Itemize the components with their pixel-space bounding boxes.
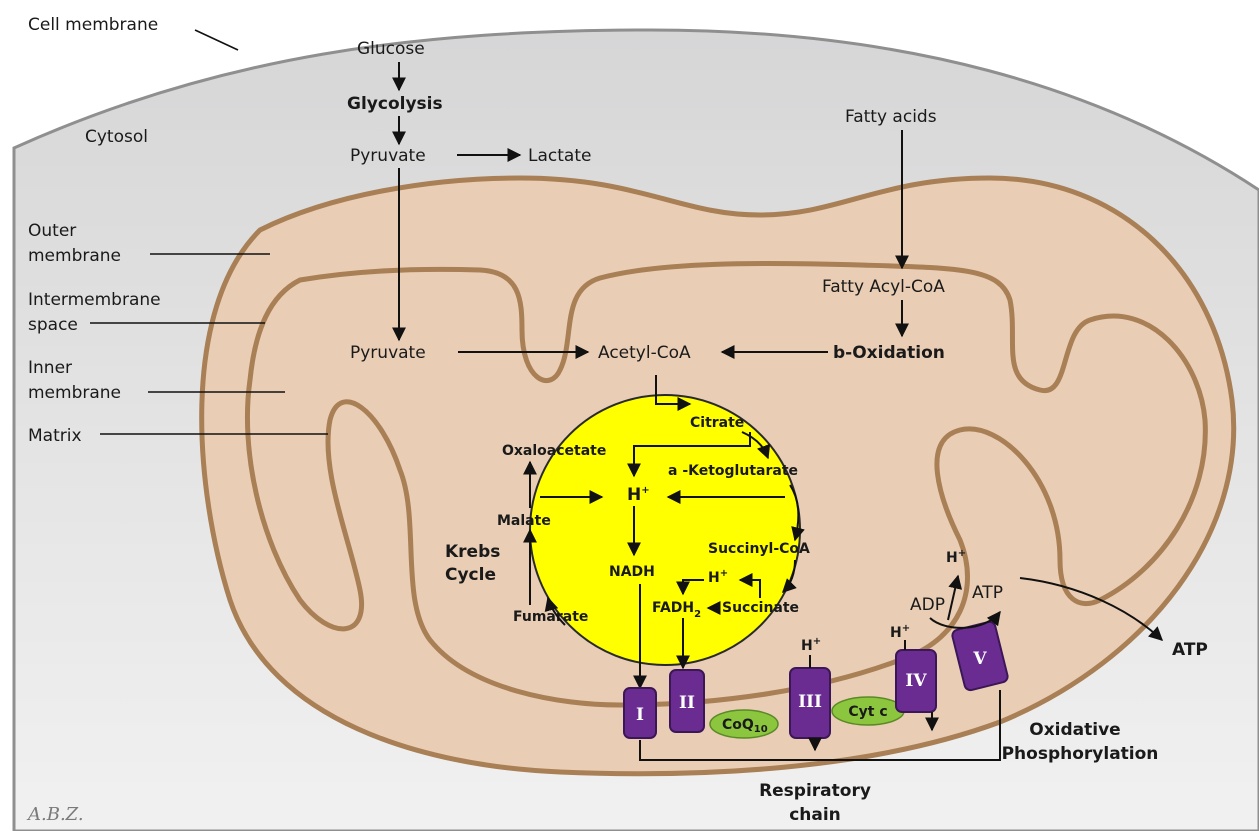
intermembrane-label-line1: Intermembrane bbox=[28, 290, 161, 310]
cell-membrane-label: Cell membrane bbox=[28, 15, 158, 35]
inner-membrane-label-line2: membrane bbox=[28, 383, 121, 403]
respiratory-chain-line2: chain bbox=[789, 805, 841, 825]
pyruvate-cytosol-label: Pyruvate bbox=[350, 146, 426, 166]
atp-small-label: ATP bbox=[972, 583, 1003, 603]
inner-membrane-label-line1: Inner bbox=[28, 358, 72, 378]
cyt-c-carrier: Cyt c bbox=[832, 697, 904, 725]
glycolysis-label: Glycolysis bbox=[347, 94, 443, 114]
krebs-title-line2: Cycle bbox=[445, 565, 496, 585]
svg-text:Cyt c: Cyt c bbox=[848, 704, 887, 720]
outer-membrane-label-line2: membrane bbox=[28, 246, 121, 266]
coq10-carrier: CoQ10 bbox=[710, 710, 778, 738]
pyruvate-matrix-label: Pyruvate bbox=[350, 343, 426, 363]
succinate-label: Succinate bbox=[722, 600, 799, 616]
complex-ii: II bbox=[670, 670, 704, 732]
svg-text:IV: IV bbox=[905, 671, 927, 691]
matrix-label: Matrix bbox=[28, 426, 82, 446]
cytosol-label: Cytosol bbox=[85, 127, 148, 147]
oxaloacetate-label: Oxaloacetate bbox=[502, 443, 606, 459]
adp-label: ADP bbox=[910, 595, 945, 615]
fatty-acyl-coa-label: Fatty Acyl-CoA bbox=[822, 277, 945, 297]
ketoglutarate-label: a -Ketoglutarate bbox=[668, 463, 798, 479]
krebs-title-line1: Krebs bbox=[445, 542, 500, 562]
leader-cell-membrane bbox=[195, 30, 238, 50]
signature: A.B.Z. bbox=[26, 804, 84, 825]
intermembrane-label-line2: space bbox=[28, 315, 78, 335]
succinyl-coa-label: Succinyl-CoA bbox=[708, 541, 810, 557]
complex-i: I bbox=[624, 688, 656, 738]
lactate-label: Lactate bbox=[528, 146, 591, 166]
fatty-acids-label: Fatty acids bbox=[845, 107, 937, 127]
complex-iii: III bbox=[790, 668, 830, 738]
glucose-label: Glucose bbox=[357, 39, 425, 59]
respiratory-chain-line1: Respiratory bbox=[759, 781, 871, 801]
acetyl-coa-label: Acetyl-CoA bbox=[598, 343, 691, 363]
oxidative-phosphorylation-line1: Oxidative bbox=[1029, 720, 1120, 740]
svg-text:V: V bbox=[972, 649, 987, 669]
nadh-label: NADH bbox=[609, 564, 655, 580]
oxidative-phosphorylation-line2: Phosphorylation bbox=[1002, 744, 1159, 764]
svg-text:II: II bbox=[679, 693, 695, 713]
complex-iv: IV bbox=[896, 650, 936, 712]
svg-text:III: III bbox=[798, 692, 822, 712]
fumarate-label: Fumarate bbox=[513, 609, 588, 625]
malate-label: Malate bbox=[497, 513, 551, 529]
svg-text:I: I bbox=[636, 705, 644, 725]
citrate-label: Citrate bbox=[690, 415, 744, 431]
b-oxidation-label: b-Oxidation bbox=[833, 343, 945, 363]
outer-membrane-label-line1: Outer bbox=[28, 221, 76, 241]
atp-out-label: ATP bbox=[1172, 640, 1208, 660]
